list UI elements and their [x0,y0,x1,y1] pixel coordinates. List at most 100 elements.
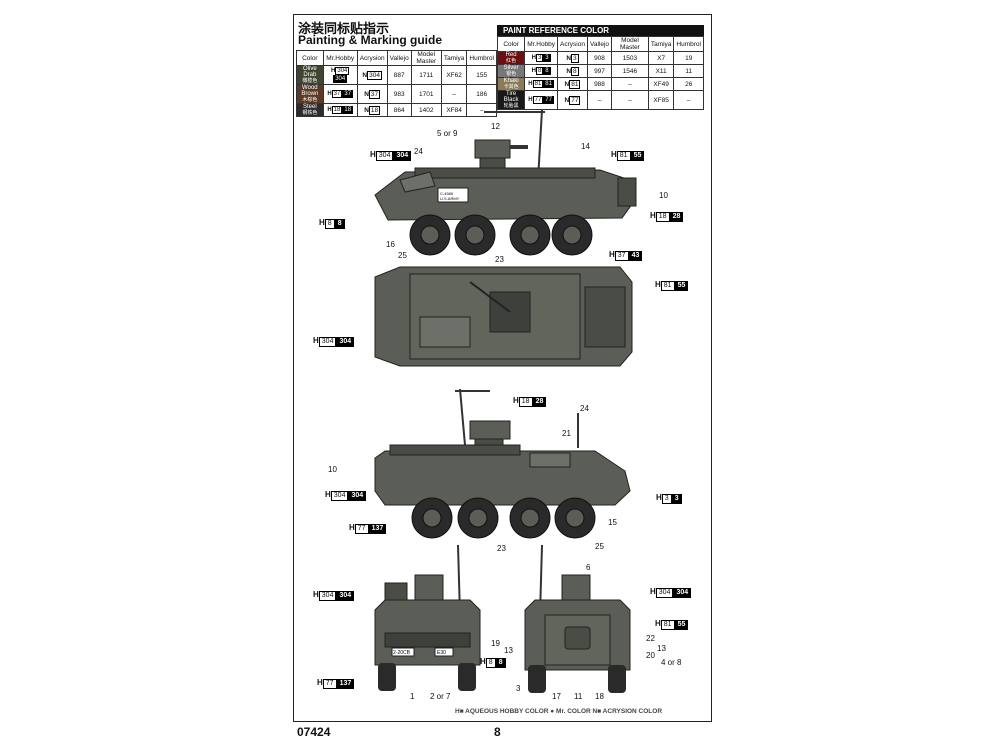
ref-header-3: Vallejo [586,36,613,52]
ref-vallejo: 908 [586,51,613,65]
ref-vallejo: 988 [586,77,613,91]
callout-4or8: 4 or 8 [661,658,682,667]
ref-mm: 1503 [611,51,649,65]
paint-header-3: Vallejo [386,50,412,66]
callout-15: 15 [608,518,617,527]
ref-header-4: Model Master [611,36,649,52]
rear-view [524,544,631,693]
callout-14: 14 [581,142,590,151]
callout-10a: 10 [659,191,668,200]
paint-header-5: Tamiya [440,50,468,66]
callout-23b: 23 [497,544,506,553]
ref-header-1: Mr.Hobby [524,36,559,52]
ref-mm: 1546 [611,64,649,78]
callout-11: 11 [574,692,583,701]
paint-mm: 1711 [410,65,442,85]
paint-header-6: Humbrol [466,50,497,66]
paint-humbrol: 155 [466,65,497,85]
paint-mm: 1402 [410,103,442,117]
callout-10b: 10 [328,465,337,474]
callout-18: 18 [595,692,604,701]
callout-5or9: 5 or 9 [437,129,458,138]
paint-brand-legend: H■ AQUEOUS HOBBY COLOR ● Mr. COLOR N■ AC… [455,708,663,715]
ref-humbrol: 26 [673,77,704,91]
ref-humbrol: – [673,90,704,110]
callout-19: 19 [491,639,500,648]
ref-vallejo: 997 [586,64,613,78]
callout-13b: 13 [657,644,666,653]
page-title: Painting & Marking guide [298,33,443,47]
paint-header-0: Color [296,50,324,66]
paint-header-1: Mr.Hobby [322,50,358,66]
paint-vallejo: 887 [386,65,412,85]
paint-tamiya: XF84 [440,103,468,117]
callout-12: 12 [491,122,500,131]
ref-tamiya: X11 [647,64,675,78]
front-plate-right: E30 [437,650,446,656]
callout-2or7: 2 or 7 [430,692,451,701]
callout-1: 1 [410,692,415,701]
instruction-page [293,14,712,722]
paint-humbrol: – [466,103,497,117]
ref-mm: – [611,77,649,91]
callout-21: 21 [562,429,571,438]
callout-22: 22 [646,634,655,643]
callout-23a: 23 [495,255,504,264]
ref-tamiya: X7 [647,51,675,65]
ref-header-5: Tamiya [647,36,675,52]
callout-13a: 13 [504,646,513,655]
side-text-2: U.S.ARMY [440,196,460,201]
ref-vallejo: – [586,90,613,110]
front-plate-left: 2-20CB [393,650,411,656]
page-number: 8 [494,725,501,739]
ref-header-6: Humbrol [673,36,704,52]
paint-tamiya: XF62 [440,65,468,85]
callout-3: 3 [516,684,521,693]
callout-25a: 25 [398,251,407,260]
front-view: 2-20CB E30 [374,544,481,691]
ref-humbrol: 11 [673,64,704,78]
side-text-1: C-4589 [440,191,454,196]
ref-tamiya: XF49 [647,77,675,91]
ref-humbrol: 19 [673,51,704,65]
reference-table-title: PAINT REFERENCE COLOR [497,25,704,36]
callout-17: 17 [552,692,561,701]
ref-mm: – [611,90,649,110]
